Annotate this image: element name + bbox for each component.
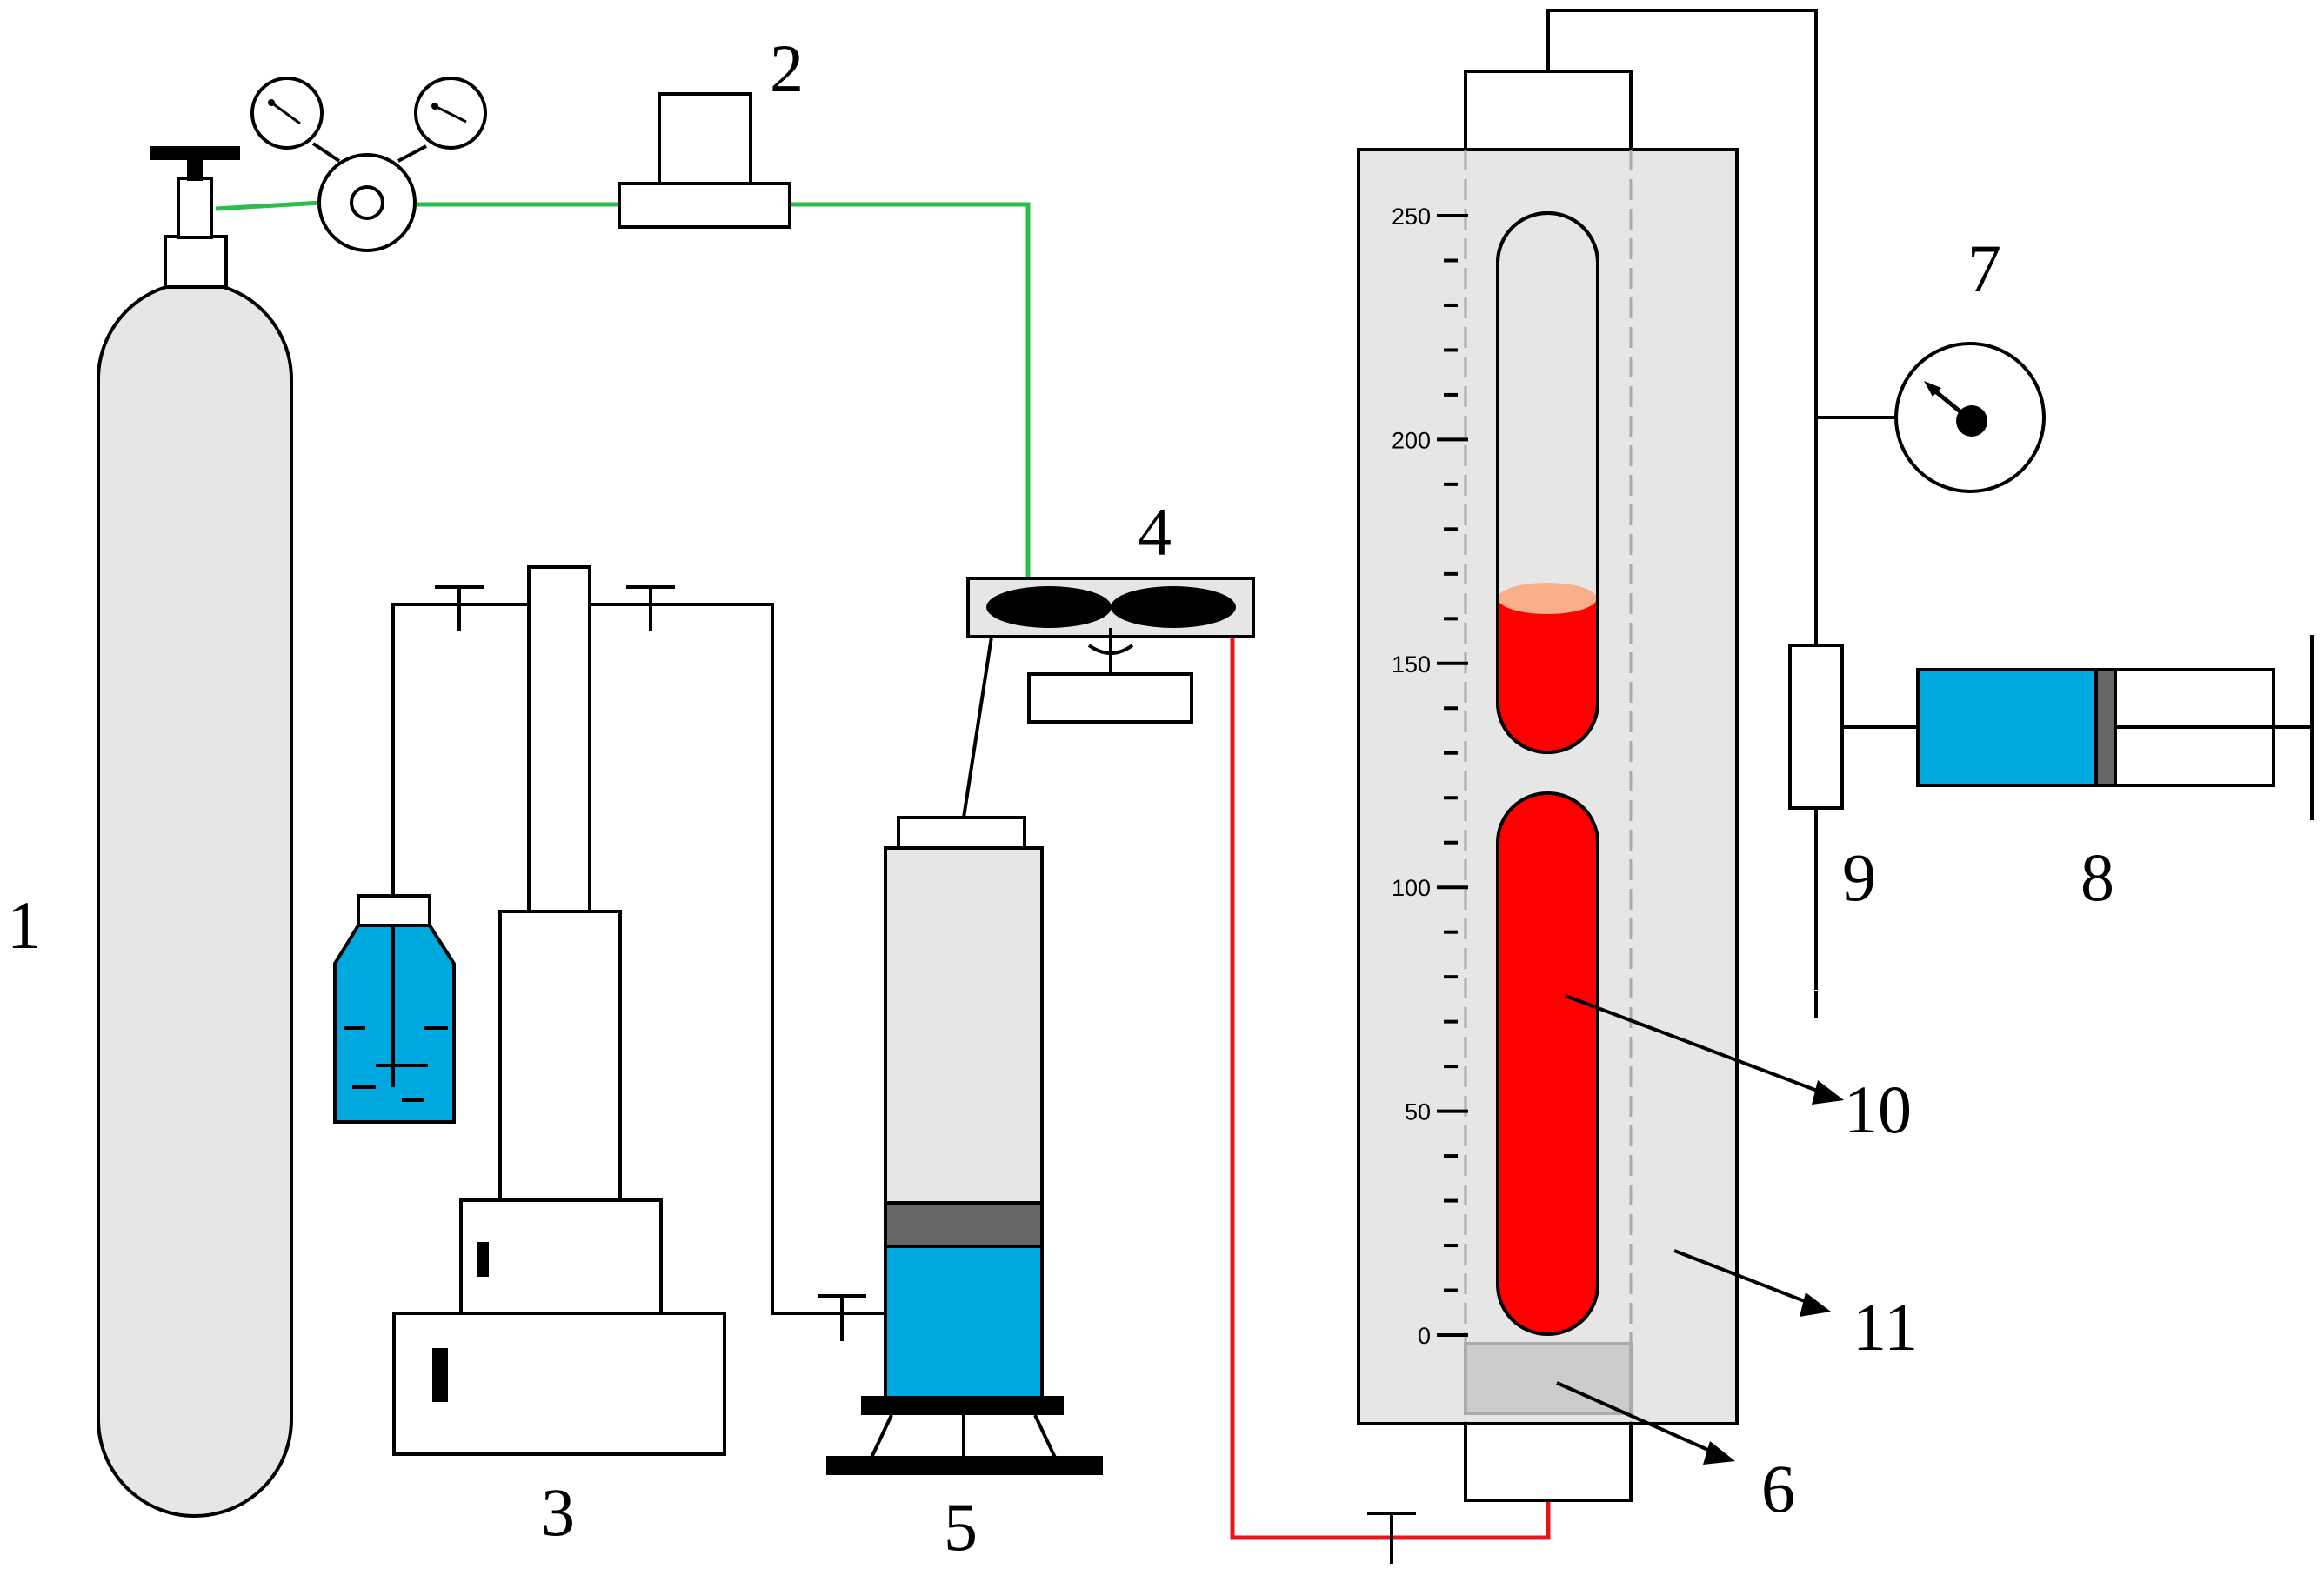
connector (1788, 644, 1844, 810)
six-way-valve (966, 577, 1255, 724)
label-gas-cylinder: 1 (7, 887, 41, 963)
reservoir-cap (357, 894, 431, 927)
syringe-plunger-seal (2094, 668, 2117, 787)
flow-meter (618, 92, 791, 229)
valve-right-lobe (1111, 586, 1236, 628)
label-column-body: 11 (1853, 1289, 1918, 1365)
upper-tube-sample (1498, 598, 1598, 753)
pump-plunger (527, 565, 591, 917)
pressure-gauge (1894, 342, 2046, 493)
valve-to-piston-line (962, 636, 993, 818)
scale-tick-label: 50 (1405, 1099, 1431, 1125)
column-bottom-cap (1464, 1420, 1633, 1502)
scale-tick-label: 0 (1418, 1323, 1431, 1349)
piston-container (826, 816, 1103, 1475)
label-bottom-element: 6 (1761, 1451, 1795, 1526)
pump-column (498, 910, 622, 1205)
piston-stand-foot (826, 1456, 1103, 1475)
regulator-center (350, 185, 384, 220)
column-outlet-line (1546, 9, 1896, 1018)
syringe (1842, 635, 2314, 820)
upper-tube-meniscus (1498, 583, 1597, 614)
label-pressure-gauge: 7 (1967, 230, 2001, 306)
pump-outlet-valve (626, 585, 675, 631)
water-reservoir (333, 894, 456, 1124)
gas-line-cylinder-to-regulator (215, 200, 323, 211)
piston-base-plate (861, 1396, 1064, 1415)
piston-upper-chamber (884, 846, 1044, 1205)
gas-line-flowmeter-to-valve (790, 202, 1031, 578)
cylinder-valve-stem (177, 177, 213, 239)
piston-cap (897, 816, 1026, 850)
label-flow-meter: 2 (770, 30, 804, 106)
piston-inlet-valve (818, 1294, 866, 1341)
scale-tick-label: 150 (1392, 651, 1431, 678)
scale-tick-label: 100 (1392, 875, 1431, 901)
piston-plate (884, 1201, 1044, 1248)
cylinder-body (97, 281, 293, 1518)
valve-base (1027, 672, 1193, 724)
annotation-arrows (1556, 994, 1844, 1465)
column-top-cap (1464, 70, 1633, 151)
cylinder-valve-post (187, 157, 203, 181)
pump-outlet-line (590, 603, 887, 1315)
label-syringe: 8 (2080, 839, 2114, 915)
valve-left-lobe (986, 586, 1112, 628)
sample-line-valve (1367, 1512, 1416, 1564)
label-pump: 3 (541, 1474, 575, 1550)
label-sample-tube: 10 (1844, 1072, 1912, 1147)
label-valve-block: 4 (1138, 494, 1172, 570)
cylinder-neck (164, 235, 228, 289)
pump-inlet-line (391, 603, 529, 905)
column-scale: 250 200 150 100 50 0 (1392, 204, 1468, 1349)
pump-lower-base (392, 1312, 726, 1456)
label-piston-container: 5 (944, 1489, 978, 1565)
cylinder-valve-handle (150, 146, 240, 160)
upper-sample-tube (1496, 211, 1599, 754)
scale-tick-label: 200 (1392, 427, 1431, 453)
syringe-fluid (1916, 668, 2098, 787)
pump-upper-base (459, 1198, 663, 1317)
scale-tick-label: 250 (1392, 204, 1431, 230)
gas-line (215, 200, 1031, 578)
pressure-regulator (250, 77, 487, 252)
gas-cylinder (97, 146, 293, 1518)
sample-tube-filled (1496, 791, 1599, 1336)
pump-inlet-valve (435, 585, 484, 631)
label-connector: 9 (1842, 839, 1876, 915)
pump (391, 565, 887, 1456)
piston-water-chamber (884, 1245, 1044, 1400)
